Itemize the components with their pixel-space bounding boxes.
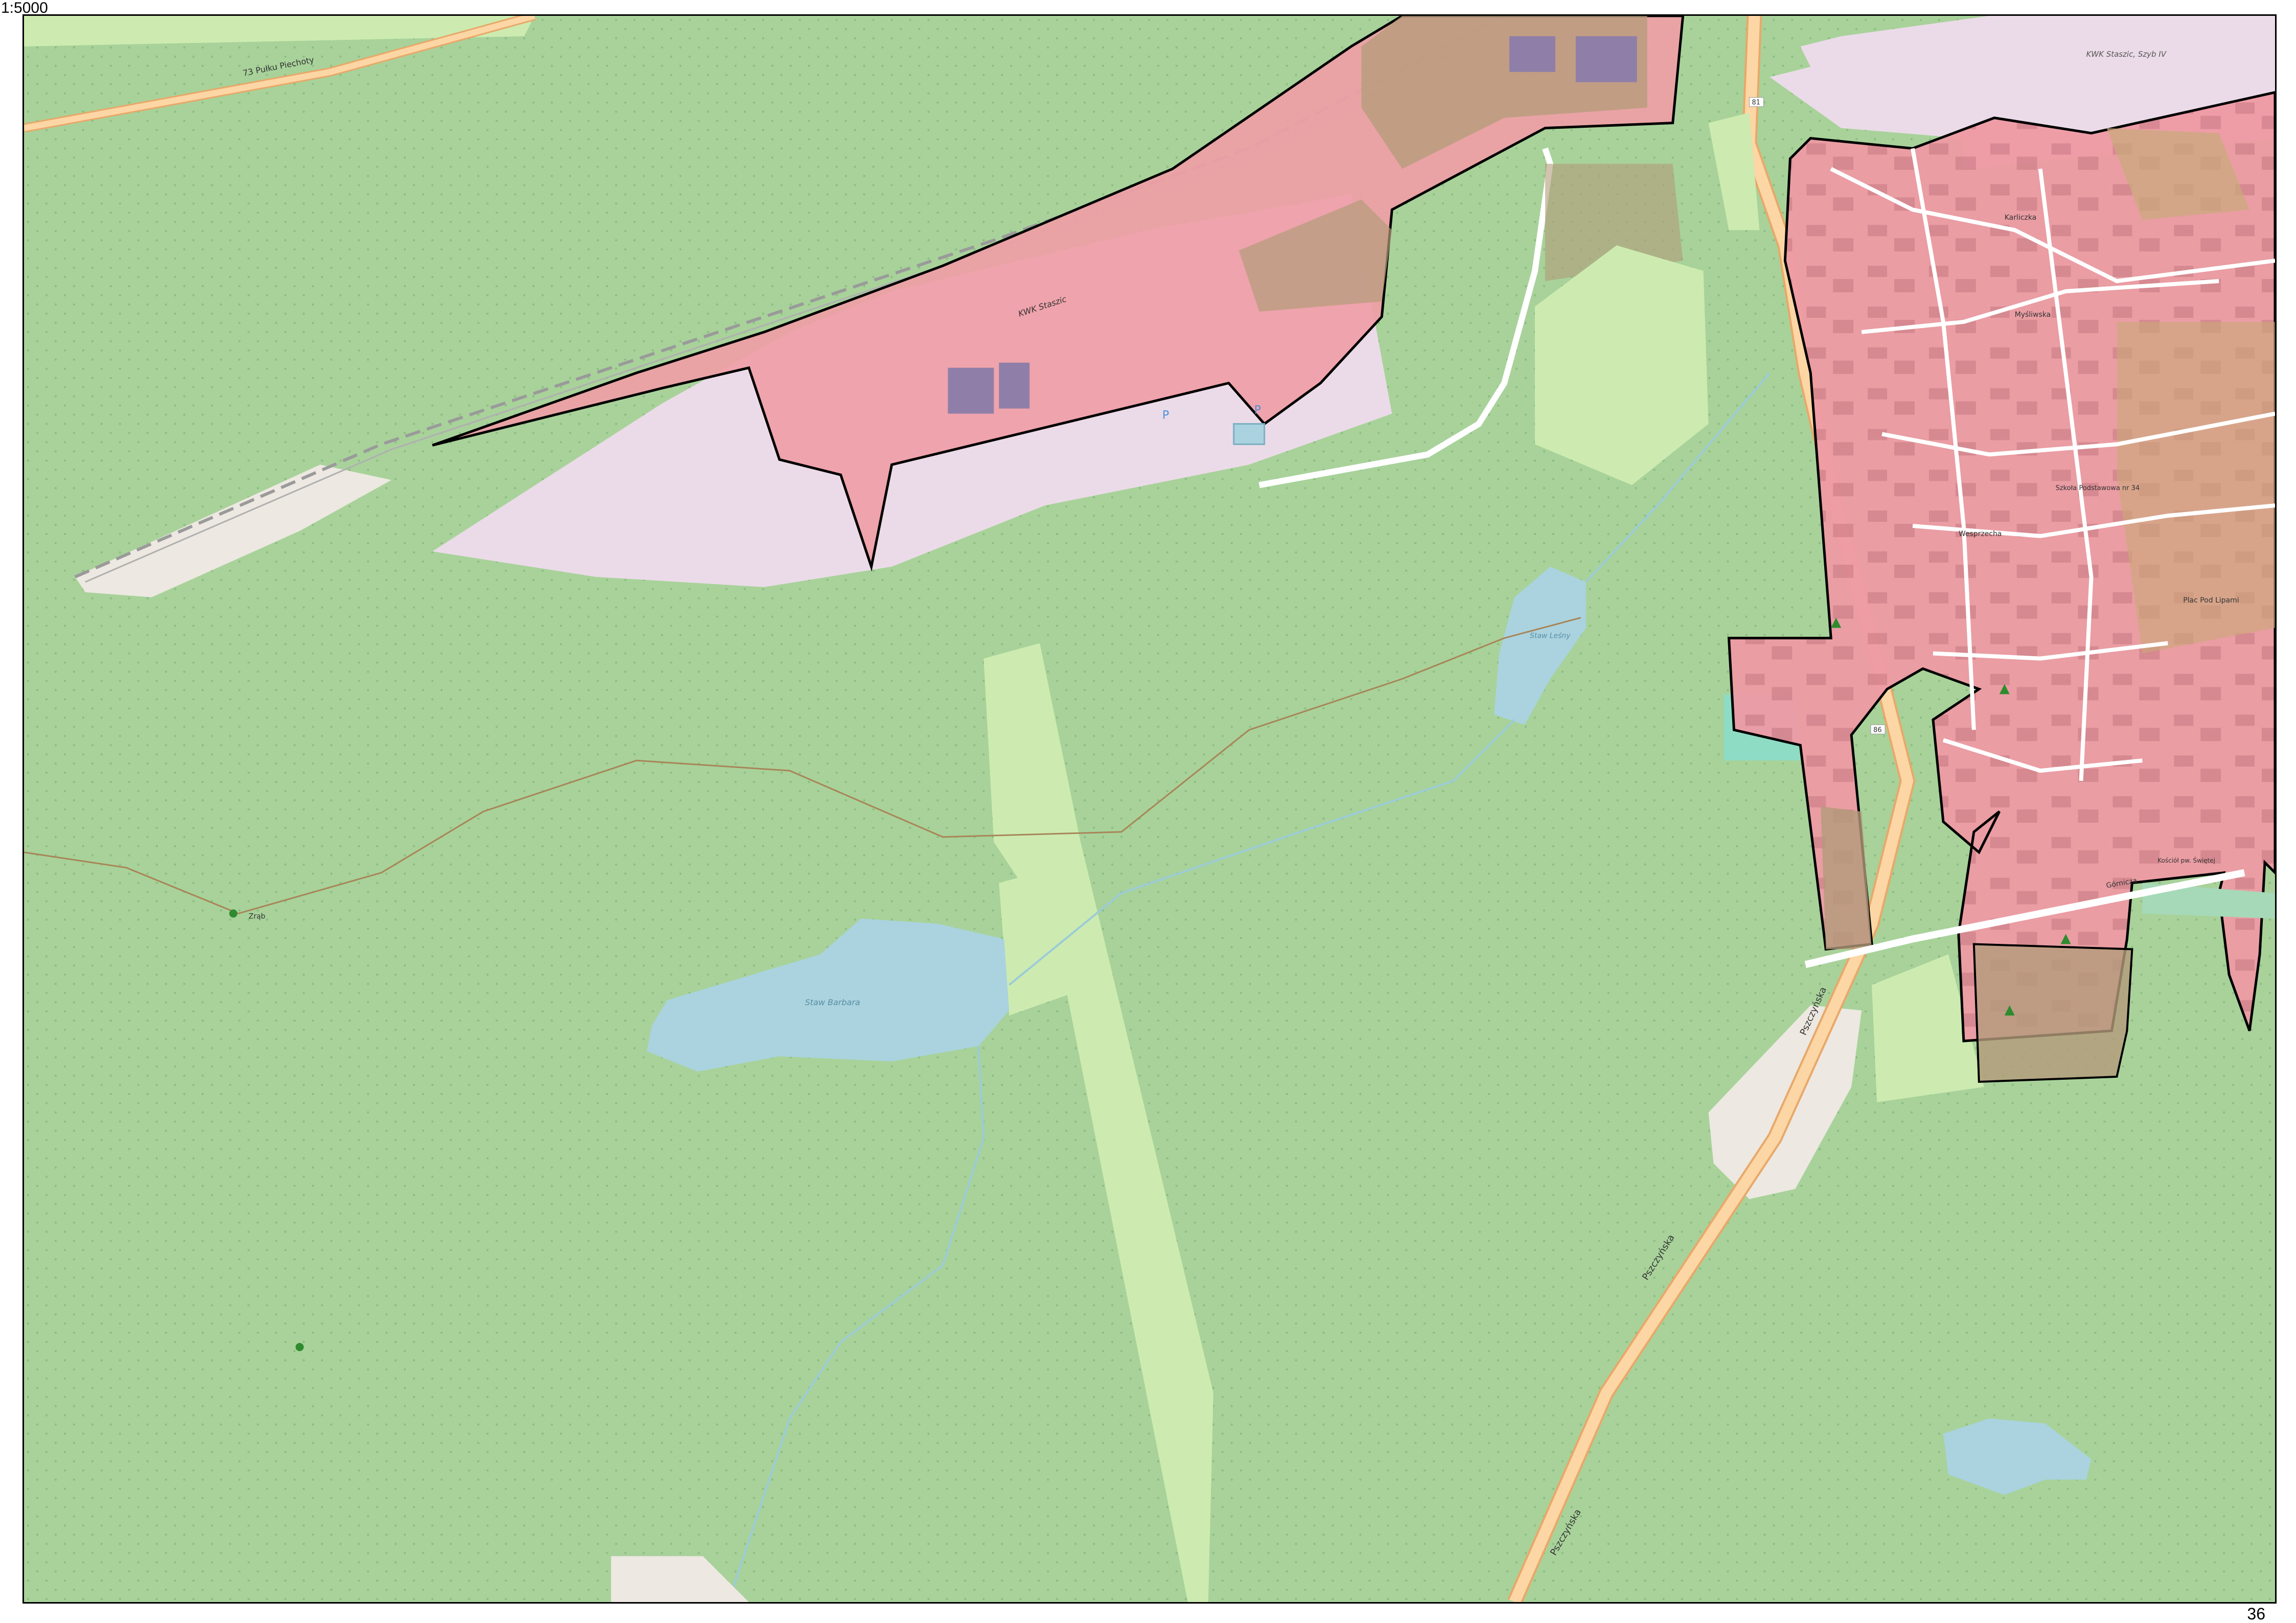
parking-icon: P — [1254, 404, 1261, 417]
building — [999, 362, 1030, 409]
lake-upper — [1494, 566, 1586, 725]
street — [1881, 411, 2275, 457]
campsite-icon — [1999, 684, 2010, 694]
meadow-patch — [999, 862, 1096, 1016]
meadow-upper — [1534, 245, 1709, 485]
street — [1942, 738, 2143, 773]
stream-3 — [1585, 372, 1771, 583]
street-mysliwska — [1830, 167, 2275, 284]
street-wesprzecha — [1912, 503, 2275, 539]
meadow-strip — [24, 16, 535, 47]
place-label-pod-lipami: Plac Pod Lipami — [2183, 596, 2239, 605]
brown-area-res-top — [2106, 128, 2250, 220]
road-73 — [24, 16, 536, 131]
campsite-icon — [1831, 617, 1842, 628]
street-label-karliczka: Karliczka — [2005, 214, 2036, 222]
brown-area-res-right — [2117, 321, 2275, 654]
street-vertical-2 — [2038, 168, 2094, 781]
sand-patch-bottom — [611, 1556, 749, 1602]
meadow-right — [1872, 954, 1984, 1102]
map-canvas: Staw Leśny Staw Barbara Ps — [24, 16, 2275, 1602]
road-number-86: 86 — [1873, 726, 1882, 734]
building — [1575, 36, 1637, 82]
brown-area-mid — [1238, 199, 1392, 312]
lake-barbara — [647, 918, 1009, 1072]
lake-barbara-label: Staw Barbara — [805, 998, 860, 1007]
label-kwk-shaft: KWK Staszic, Szyb IV — [2086, 50, 2167, 59]
label-kosciol: Kościół pw. Świętej — [2157, 856, 2215, 864]
building — [948, 367, 994, 414]
brown-area-res — [1821, 806, 1872, 949]
street-label-mysliwska: Myśliwska — [2015, 311, 2051, 319]
road-shield — [1749, 97, 1764, 107]
map-scale: 1:5000 — [1, 0, 48, 16]
sand-patch-left — [75, 465, 392, 597]
pool-icon — [1233, 423, 1266, 445]
label-zrab: Zrąb — [248, 913, 265, 921]
parking-icon: P — [1162, 409, 1169, 422]
campsite-icon — [2060, 934, 2071, 944]
street-gornicza — [1804, 869, 2245, 968]
street-label-wesprzecha: Wesprzecha — [1959, 530, 2002, 538]
map-frame: Staw Leśny Staw Barbara Ps — [22, 14, 2277, 1604]
lake-upper-label: Staw Leśny — [1530, 632, 1571, 640]
tree-icon — [295, 1342, 304, 1351]
building — [1509, 36, 1555, 72]
brown-area-cemetery — [1972, 943, 2133, 1083]
campsite-icon — [2004, 1005, 2015, 1016]
stream — [727, 1046, 985, 1602]
railway-line — [74, 16, 1505, 578]
footpath — [24, 617, 1581, 915]
street-vertical — [1911, 148, 1976, 730]
street — [1861, 279, 2219, 334]
green-strip — [2142, 883, 2275, 919]
stream-2 — [1008, 718, 1516, 986]
brown-patch — [1545, 164, 1683, 281]
tree-icon — [229, 909, 238, 918]
road-shield-2 — [1870, 724, 1886, 734]
road-number-81: 81 — [1752, 99, 1760, 107]
lake-small — [1943, 1418, 2092, 1495]
page-number: 36 — [2247, 1605, 2265, 1623]
school-label: Szkoła Podstawowa nr 34 — [2056, 484, 2140, 492]
meadow-near-road — [1708, 112, 1760, 230]
